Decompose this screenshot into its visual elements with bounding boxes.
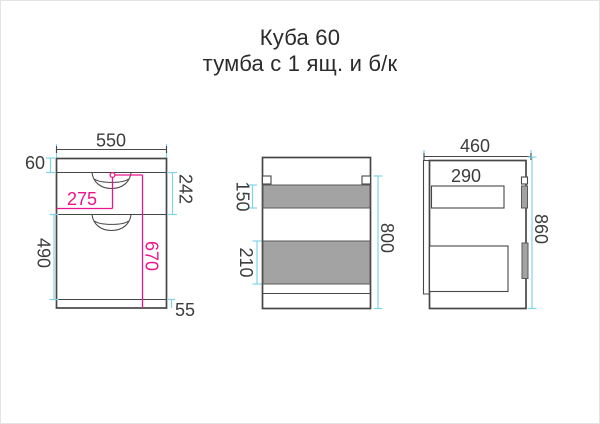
dim-upper-drawer-depth: 150 [233, 181, 257, 212]
dim-lower-drawer-depth: 210 [236, 240, 262, 285]
dim-lower-drawer-depth-label: 210 [236, 247, 256, 277]
dim-front-width-label: 550 [96, 131, 126, 151]
dim-back-width: 460 [423, 136, 532, 160]
dim-lower-drawer-front: 490 [34, 213, 59, 301]
dim-plinth-label: 55 [175, 300, 195, 320]
handle-center-marker [109, 171, 116, 179]
side-lower-drawer-panel [262, 240, 371, 285]
back-hinge-lower [521, 242, 529, 279]
handle-recess-upper [91, 172, 132, 190]
dim-top-rail: 60 [25, 153, 55, 174]
side-view: 150 210 800 [233, 156, 397, 310]
dim-overall-height: 860 [527, 156, 551, 310]
dim-upper-drawer-front: 242 [168, 171, 196, 216]
side-upper-drawer-panel [262, 184, 371, 209]
dim-handle-height-label: 670 [142, 241, 162, 271]
dim-body-height: 800 [373, 175, 397, 310]
side-bracket-left [261, 175, 272, 185]
back-panel-outline [428, 159, 527, 310]
dim-top-rail-label: 60 [25, 153, 45, 173]
drawing-title-line2: тумба с 1 ящ. и б/к [202, 51, 398, 76]
dim-handle-offset-label: 275 [67, 189, 97, 209]
front-view: 550 60 242 490 [25, 131, 196, 321]
dim-front-width: 550 [55, 131, 168, 158]
back-upper-cutout [430, 185, 505, 209]
back-hinge-upper [521, 185, 528, 209]
side-bracket-right [361, 175, 372, 185]
dim-handle-height: 670 [115, 174, 162, 308]
dim-plinth: 55 [168, 298, 195, 320]
dim-upper-drawer-front-label: 242 [176, 174, 196, 204]
dim-body-height-label: 800 [377, 223, 397, 253]
back-view: 460 290 860 [422, 136, 551, 310]
handle-recess-lower [91, 214, 132, 232]
front-cabinet-outline [55, 157, 168, 309]
dim-back-width-label: 460 [460, 136, 490, 156]
dim-handle-offset: 275 [56, 171, 116, 210]
back-lower-cutout [428, 245, 509, 293]
dim-overall-height-label: 860 [531, 214, 551, 244]
dim-cutout-width-label: 290 [451, 166, 481, 186]
back-side-edge [422, 159, 430, 295]
dim-lower-drawer-front-label: 490 [34, 238, 54, 268]
dim-upper-drawer-depth-label: 150 [233, 181, 253, 211]
back-hinge-notch [520, 176, 529, 185]
side-body-outline [261, 156, 372, 310]
drawing-title: Куба 60 тумба с 1 ящ. и б/к [1, 25, 599, 77]
drawing-title-line1: Куба 60 [259, 25, 341, 50]
